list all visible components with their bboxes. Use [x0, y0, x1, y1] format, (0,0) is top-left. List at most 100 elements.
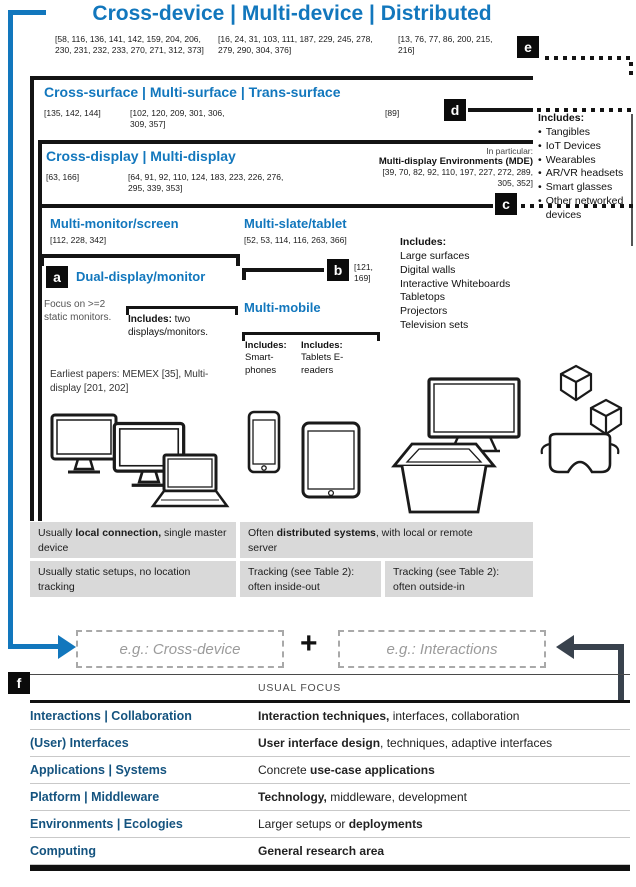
dual-display-box-tick-right	[236, 254, 240, 266]
table-row: Interactions | Collaboration Interaction…	[30, 703, 630, 730]
multi-monitor-citations: [112, 228, 342]	[50, 235, 107, 245]
blue-bracket-top	[8, 10, 46, 15]
table-focus: User interface design, techniques, adapt…	[258, 736, 552, 750]
table-term: Computing	[30, 844, 96, 858]
level-c-line	[38, 204, 493, 208]
focus-bold: Interaction techniques,	[258, 709, 390, 723]
title-citations-1: [58, 116, 136, 141, 142, 159, 204, 206, …	[55, 34, 204, 56]
mde-citations: [39, 70, 82, 92, 110, 197, 227, 272, 289…	[382, 167, 533, 189]
level-e-dotted-corner	[629, 62, 633, 76]
focus-table-header-label: USUAL FOCUS	[258, 682, 342, 694]
focus-bold: use-case applications	[310, 763, 435, 777]
multi-mobile-box-top	[242, 268, 324, 272]
surface-includes-item: Television sets	[400, 319, 469, 332]
dual-includes-label: Includes:	[128, 314, 172, 325]
device-includes-item-text: Other networked devices	[545, 195, 624, 222]
figure-title: Cross-device | Multi-device | Distribute…	[92, 2, 492, 25]
marker-b: b	[327, 259, 349, 281]
cross-display-box-top	[38, 140, 533, 144]
cross-surface-citations-2: [102, 120, 209, 301, 306, 309, 357]	[130, 108, 225, 130]
mobile-includes-bracket-tick-right	[377, 332, 380, 341]
title-citations-2: [16, 24, 31, 103, 111, 187, 229, 245, 27…	[218, 34, 373, 56]
table-focus: Interaction techniques, interfaces, coll…	[258, 709, 519, 723]
level-c-dotted-line	[521, 204, 634, 208]
marker-f: f	[8, 672, 30, 694]
level-d-dotted-line	[537, 108, 634, 112]
surface-includes-panel: Includes: Large surfaces Digital walls I…	[400, 236, 512, 333]
surface-includes-item: Large surfaces	[400, 249, 470, 262]
connection-note-pre: Often	[248, 527, 277, 539]
table-term: (User) Interfaces	[30, 736, 129, 750]
table-row: (User) Interfaces User interface design,…	[30, 730, 630, 757]
connection-note-post: , with local or remote server	[248, 527, 473, 554]
focus-post: , techniques, adaptive interfaces	[380, 736, 553, 750]
cross-display-box-left	[38, 140, 42, 521]
device-includes-item-text: AR/VR headsets	[545, 167, 624, 180]
multi-slate-title: Multi-slate/tablet	[244, 216, 347, 231]
table-focus: Concrete use-case applications	[258, 763, 435, 777]
tabletop-display-icon	[388, 438, 500, 518]
tracking-note-outside-in: Tracking (see Table 2): often outside-in	[385, 561, 533, 597]
device-includes-item: Wearables	[538, 154, 630, 168]
device-includes-item-text: IoT Devices	[545, 139, 601, 152]
mobile-includes-tablets-label: Includes:	[301, 340, 343, 351]
mde-title: Multi-display Environments (MDE)	[378, 156, 533, 167]
table-focus: Larger setups or deployments	[258, 817, 423, 831]
marker-a: a	[46, 266, 68, 288]
table-term: Environments | Ecologies	[30, 817, 183, 831]
focus-post: interfaces, collaboration	[389, 709, 520, 723]
example-focus-box: e.g.: Interactions	[338, 630, 546, 668]
device-includes-item-text: Smart glasses	[545, 181, 613, 194]
plus-icon: +	[300, 627, 318, 660]
device-includes-item-text: Wearables	[545, 153, 596, 166]
device-includes-item: Tangibles	[538, 126, 630, 140]
cross-surface-citations-3: [89]	[385, 108, 400, 118]
device-includes-panel: Includes: Tangibles IoT Devices Wearable…	[538, 112, 630, 223]
device-includes-item: Other networked devices	[538, 195, 630, 223]
device-includes-item: IoT Devices	[538, 140, 630, 154]
dual-includes-bracket-tick-right	[235, 306, 238, 315]
cross-surface-title: Cross-surface | Multi-surface | Trans-su…	[44, 84, 341, 100]
connection-note-bold: local connection,	[75, 527, 162, 539]
laptop-icon	[146, 452, 234, 512]
cube-icon-2	[588, 398, 624, 436]
dark-connector-horizontal	[574, 644, 624, 650]
title-citations-3: [13, 76, 77, 86, 200, 215, 216]	[398, 34, 493, 56]
smartphone-icon	[246, 410, 282, 474]
cross-surface-citations-1: [135, 142, 144]	[44, 108, 101, 118]
dual-display-title: Dual-display/monitor	[76, 269, 206, 284]
cross-surface-box-left	[30, 76, 34, 521]
device-includes-label: Includes:	[538, 112, 585, 124]
focus-bold: General research area	[258, 844, 385, 858]
table-term: Applications | Systems	[30, 763, 167, 777]
dual-includes-bracket-tick-left	[126, 306, 129, 315]
mde-particular-label: In particular:	[486, 146, 533, 156]
mobile-includes-bracket	[242, 332, 380, 335]
blue-bracket-bottom	[8, 644, 60, 649]
focus-table-header-row: USUAL FOCUS	[30, 674, 630, 703]
multi-mobile-title: Multi-mobile	[244, 300, 321, 315]
cross-surface-box-top	[30, 76, 533, 80]
level-e-dotted-line	[545, 56, 634, 60]
mobile-includes-phones-text: Smart-phones	[245, 352, 277, 376]
blue-arrow-icon	[58, 635, 76, 659]
dual-includes-bracket	[126, 306, 238, 309]
marker-d: d	[444, 99, 466, 121]
marker-c: c	[495, 193, 517, 215]
connection-note-pre: Usually	[38, 527, 76, 539]
surface-includes-item: Projectors	[400, 305, 448, 318]
dual-includes-text: two displays/monitors.	[128, 314, 209, 338]
focus-pre: Concrete	[258, 763, 311, 777]
cross-display-citations-1: [63, 166]	[46, 172, 80, 182]
surface-includes-item: Digital walls	[400, 263, 456, 276]
dual-includes-note: Includes: two displays/monitors.	[128, 313, 236, 339]
device-includes-item: Smart glasses	[538, 181, 630, 195]
mobile-includes-phones: Includes: Smart-phones	[245, 340, 295, 377]
example-term-text: e.g.: Cross-device	[119, 640, 241, 658]
marker-e: e	[517, 36, 539, 58]
multi-monitor-title: Multi-monitor/screen	[50, 216, 179, 231]
focus-pre: Larger setups or	[258, 817, 349, 831]
connection-note-distributed: Often distributed systems, with local or…	[240, 522, 533, 558]
tracking-note-inside-out: Tracking (see Table 2): often inside-out	[240, 561, 381, 597]
